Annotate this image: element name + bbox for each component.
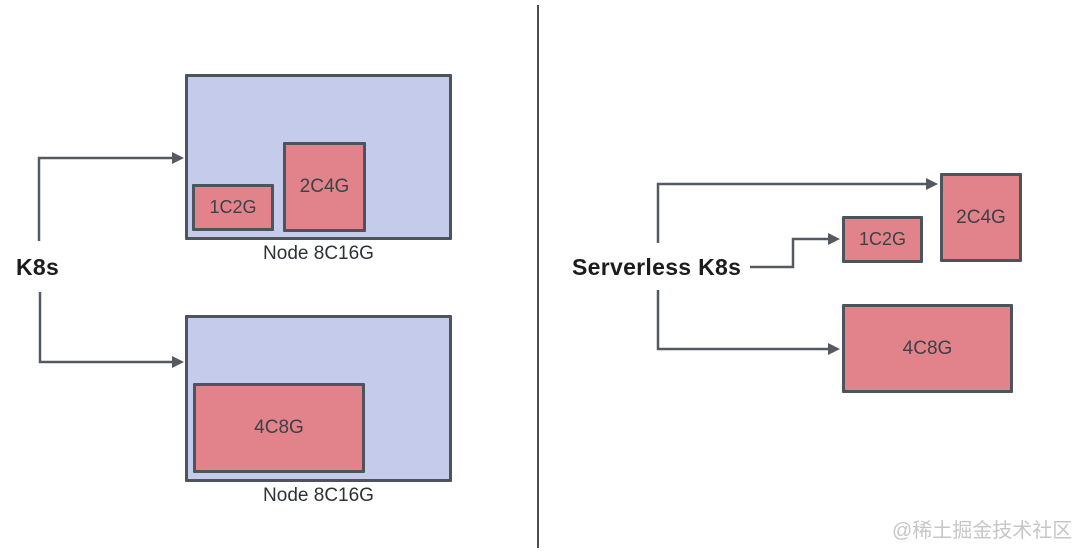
k8s-node2-pod-4c8g: 4C8G <box>193 383 365 473</box>
pod-label: 4C8G <box>254 417 304 438</box>
pod-label: 1C2G <box>858 229 907 249</box>
panel-divider <box>537 5 539 548</box>
k8s-title: K8s <box>16 254 60 280</box>
k8s-node1-pod-1c2g: 1C2G <box>192 184 274 231</box>
k8s-node-2-label: Node 8C16G <box>263 485 374 506</box>
pod-label: 1C2G <box>209 197 257 217</box>
pod-label: 2C4G <box>956 206 1006 228</box>
serverless-pod-4c8g: 4C8G <box>842 304 1013 393</box>
k8s-node1-pod-2c4g: 2C4G <box>283 142 366 232</box>
serverless-pod-2c4g: 2C4G <box>940 173 1022 262</box>
watermark: @稀土掘金技术社区 <box>892 520 1073 542</box>
serverless-k8s-title: Serverless K8s <box>572 254 742 280</box>
pod-label: 2C4G <box>299 176 350 197</box>
pod-label: 4C8G <box>902 337 953 359</box>
k8s-node-1-label: Node 8C16G <box>263 243 374 264</box>
serverless-pod-1c2g: 1C2G <box>842 216 923 263</box>
